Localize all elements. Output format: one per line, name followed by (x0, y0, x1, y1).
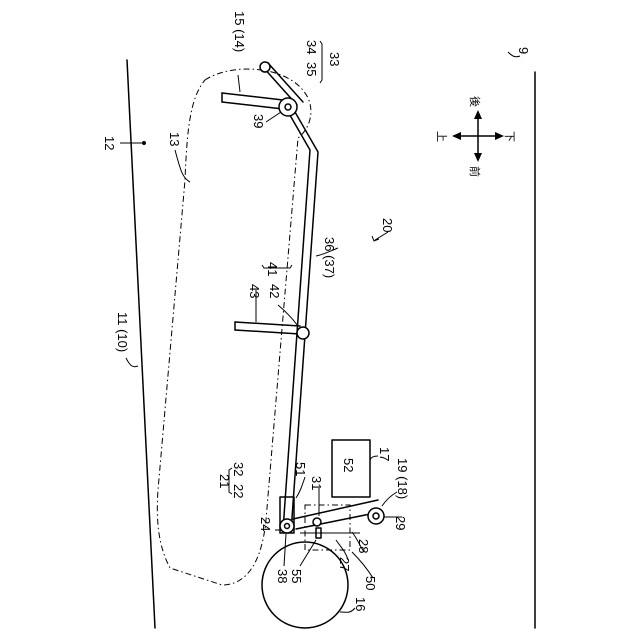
label-9: 9 (516, 47, 531, 54)
label-35: 35 (304, 62, 319, 76)
crossbar-lower (235, 330, 300, 334)
compass-rear-label: 後 (468, 96, 482, 107)
pivot-31 (313, 518, 321, 526)
wheel (262, 542, 348, 628)
leader-13 (175, 150, 190, 182)
label-27: 27 (337, 557, 352, 571)
label-12: 12 (102, 136, 117, 150)
lower-arm (293, 500, 378, 519)
point-12 (142, 141, 146, 145)
compass-arrow-bottom (474, 153, 482, 162)
leader-15 (238, 75, 240, 92)
label-11: 11 (10) (115, 312, 130, 352)
label-29: 29 (393, 516, 408, 530)
leader-17 (370, 456, 378, 460)
pivot-24 (280, 519, 294, 533)
label-17: 17 (377, 447, 392, 461)
compass-arrow-top (474, 110, 482, 119)
compass-front-label: 前 (468, 166, 482, 177)
label-16: 16 (353, 597, 368, 611)
label-36: 36 (37) (322, 237, 337, 278)
leader-16 (340, 608, 355, 612)
label-51: 51 (293, 462, 308, 476)
leader-51 (296, 477, 305, 498)
label-24: 24 (258, 517, 273, 531)
label-55: 55 (289, 569, 304, 583)
leader-38 (284, 534, 286, 566)
leader-39 (266, 112, 281, 122)
label-15: 15 (14) (232, 11, 247, 52)
label-38: 38 (275, 569, 290, 583)
pivot-39 (279, 98, 297, 116)
label-39: 39 (251, 114, 266, 128)
leader-11 (126, 358, 138, 367)
brace-33 (320, 41, 322, 83)
label-41: 41 (265, 262, 280, 276)
label-43: 43 (247, 284, 262, 298)
label-28: 28 (356, 539, 371, 553)
label-34: 34 (304, 40, 319, 54)
leader-19 (382, 492, 397, 506)
label-22: 22 (231, 484, 246, 498)
upper-frame (222, 93, 283, 100)
pivot-42 (297, 327, 309, 339)
label-20: 20 (380, 218, 395, 232)
compass-arrow-right (495, 132, 504, 140)
crossbar (235, 322, 300, 326)
label-31: 31 (309, 476, 324, 490)
compass-down-label: 下 (503, 131, 515, 142)
leader-50 (352, 552, 373, 578)
leader-55 (300, 540, 316, 566)
label-50: 50 (363, 576, 378, 590)
compass-arrow-left (452, 132, 461, 140)
leader-42 (278, 305, 298, 326)
label-13: 13 (167, 132, 182, 146)
upper-frame-lower (222, 102, 283, 109)
label-32: 32 (231, 462, 246, 476)
label-19: 19 (18) (395, 458, 410, 499)
leader-20 (375, 232, 388, 240)
label-21: 21 (217, 474, 232, 488)
pivot-29 (368, 508, 384, 524)
floor-line (127, 60, 155, 628)
pivot-34 (260, 62, 270, 72)
label-33: 33 (327, 52, 342, 66)
upper-link-side (268, 63, 303, 102)
label-42: 42 (267, 284, 282, 298)
label-52: 52 (341, 458, 356, 472)
compass-up-label: 上 (435, 131, 448, 142)
